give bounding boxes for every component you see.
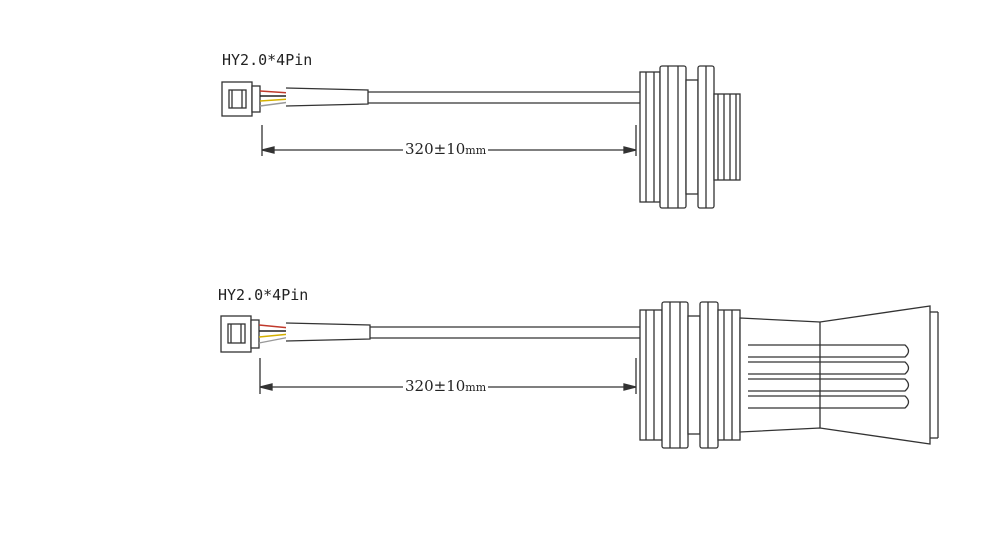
connector-label-1: HY2.0*4Pin [222,51,313,69]
connector-1 [221,81,261,117]
dimension-unit-2: mm [465,381,487,394]
dimension-value-1: 320±10 [405,140,466,158]
wire-bundle-1 [259,90,291,107]
sensor-fitting-2 [639,301,939,449]
connector-label-2: HY2.0*4Pin [218,286,309,304]
drawing-1 [221,65,741,209]
dimension-label-1: 320±10mm [403,140,489,158]
cable-2 [285,322,640,342]
dimension-unit-1: mm [465,144,487,157]
dimension-label-2: 320±10mm [403,377,489,395]
sensor-fitting-1 [639,65,741,209]
cable-1 [285,87,640,107]
drawing-2 [220,301,939,449]
dimension-value-2: 320±10 [405,377,466,395]
wire-bundle-2 [258,324,291,344]
connector-2 [220,315,260,353]
